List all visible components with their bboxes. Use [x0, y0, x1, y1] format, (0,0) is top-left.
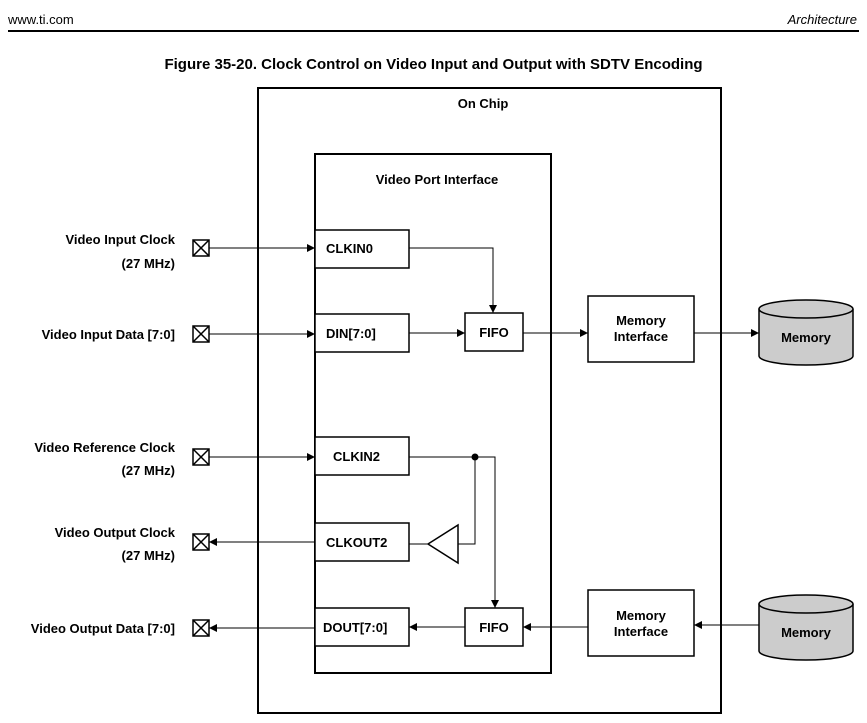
clkin2-label: CLKIN2	[333, 449, 380, 464]
header-rule	[8, 30, 859, 32]
pin-label-video-input-clock: Video Input Clock	[65, 232, 175, 247]
pin-pad-video-input-clock-icon	[192, 239, 210, 257]
pin-label-video-input-data: Video Input Data [7:0]	[42, 327, 175, 342]
dout-label: DOUT[7:0]	[323, 620, 387, 635]
on-chip-label: On Chip	[458, 96, 509, 111]
pin-pad-video-output-clock-icon	[192, 533, 210, 551]
memory-interface-top-line2: Interface	[614, 329, 668, 344]
memory-bottom-label: Memory	[781, 625, 832, 640]
memory-bottom-cylinder-icon	[758, 594, 854, 661]
pin-label-video-output-data: Video Output Data [7:0]	[31, 621, 175, 636]
memory-top-label: Memory	[781, 330, 832, 345]
pin-pad-video-reference-clock-icon	[192, 448, 210, 466]
clkin0-label: CLKIN0	[326, 241, 373, 256]
fifo-in-label: FIFO	[479, 325, 509, 340]
pin-label-video-output-clock-freq: (27 MHz)	[122, 548, 175, 563]
fifo-in-box	[464, 312, 524, 352]
header-section: Architecture	[787, 12, 857, 27]
on-chip-box	[257, 87, 722, 714]
video-port-interface-label: Video Port Interface	[376, 172, 499, 187]
fifo-out-label: FIFO	[479, 620, 509, 635]
clkout2-label: CLKOUT2	[326, 535, 387, 550]
pin-label-video-output-clock: Video Output Clock	[55, 525, 176, 540]
clock-junction-dot	[471, 453, 479, 461]
clkin0-box	[314, 229, 410, 269]
figure-title: Figure 35-20. Clock Control on Video Inp…	[164, 56, 703, 73]
clkin2-box	[314, 436, 410, 476]
wire-node-to-buffer	[458, 457, 476, 545]
memory-interface-bottom-line1: Memory	[616, 608, 667, 623]
memory-interface-bottom-box	[587, 589, 695, 657]
memory-interface-bottom-line2: Interface	[614, 624, 668, 639]
pin-label-video-input-clock-freq: (27 MHz)	[122, 256, 175, 271]
clock-buffer-icon	[426, 523, 459, 565]
header-site: www.ti.com	[8, 12, 74, 27]
wire-node-to-fifo-out	[475, 456, 499, 608]
din-box	[314, 313, 410, 353]
pin-pad-video-input-data-icon	[192, 325, 210, 343]
dout-box	[314, 607, 410, 647]
pin-pad-video-output-data-icon	[192, 619, 210, 637]
video-port-interface-box	[314, 153, 552, 674]
pin-label-video-reference-clock-freq: (27 MHz)	[122, 463, 175, 478]
wire-clkin0-to-fifo-in	[409, 247, 497, 313]
memory-interface-top-line1: Memory	[616, 313, 667, 328]
clkout2-box	[314, 522, 410, 562]
memory-top-cylinder-icon	[758, 299, 854, 366]
din-label: DIN[7:0]	[326, 326, 376, 341]
memory-interface-top-box	[587, 295, 695, 363]
pin-label-video-reference-clock: Video Reference Clock	[34, 440, 175, 455]
